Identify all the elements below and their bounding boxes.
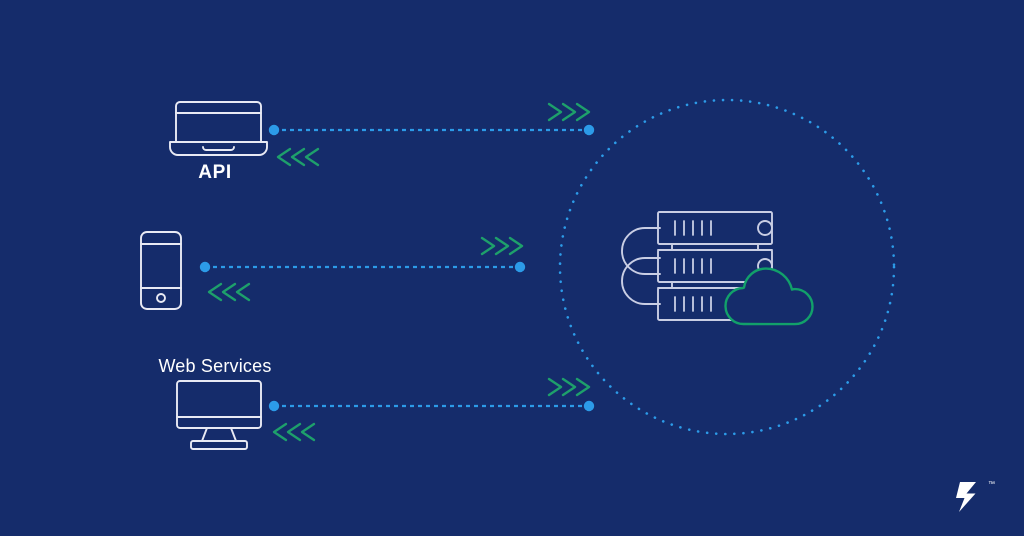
server-indicator-circle <box>757 220 773 236</box>
web-services-label: Web Services <box>158 356 272 376</box>
link-endpoint-dot <box>583 124 595 136</box>
link-desktop-to-api <box>268 400 595 412</box>
link-endpoint-dot <box>268 124 280 136</box>
server-unit-1 <box>657 211 773 251</box>
desktop-monitor-icon <box>176 380 262 450</box>
server-vent-ticks <box>674 296 712 312</box>
link-endpoint-dot <box>268 400 280 412</box>
outbound-chevrons-laptop <box>547 102 591 122</box>
api-boundary-circle <box>558 98 896 436</box>
laptop-icon <box>169 101 268 156</box>
toptal-logo-icon <box>956 482 976 512</box>
inbound-chevrons-mobile <box>207 282 251 302</box>
link-endpoint-dot <box>199 261 211 273</box>
outbound-chevrons-desktop <box>547 377 591 397</box>
inbound-chevrons-desktop <box>272 422 316 442</box>
api-label: API <box>198 162 232 183</box>
outbound-chevrons-mobile <box>480 236 524 256</box>
mobile-phone-icon <box>140 231 182 310</box>
link-laptop-to-api <box>268 124 595 136</box>
trademark-symbol: ™ <box>988 481 995 488</box>
server-vent-ticks <box>674 258 712 274</box>
cloud-icon <box>724 267 814 326</box>
link-mobile-to-api <box>199 261 526 273</box>
link-endpoint-dot <box>583 400 595 412</box>
inbound-chevrons-laptop <box>276 147 320 167</box>
link-endpoint-dot <box>514 261 526 273</box>
server-cable-loops <box>621 227 661 305</box>
server-vent-ticks <box>674 220 712 236</box>
